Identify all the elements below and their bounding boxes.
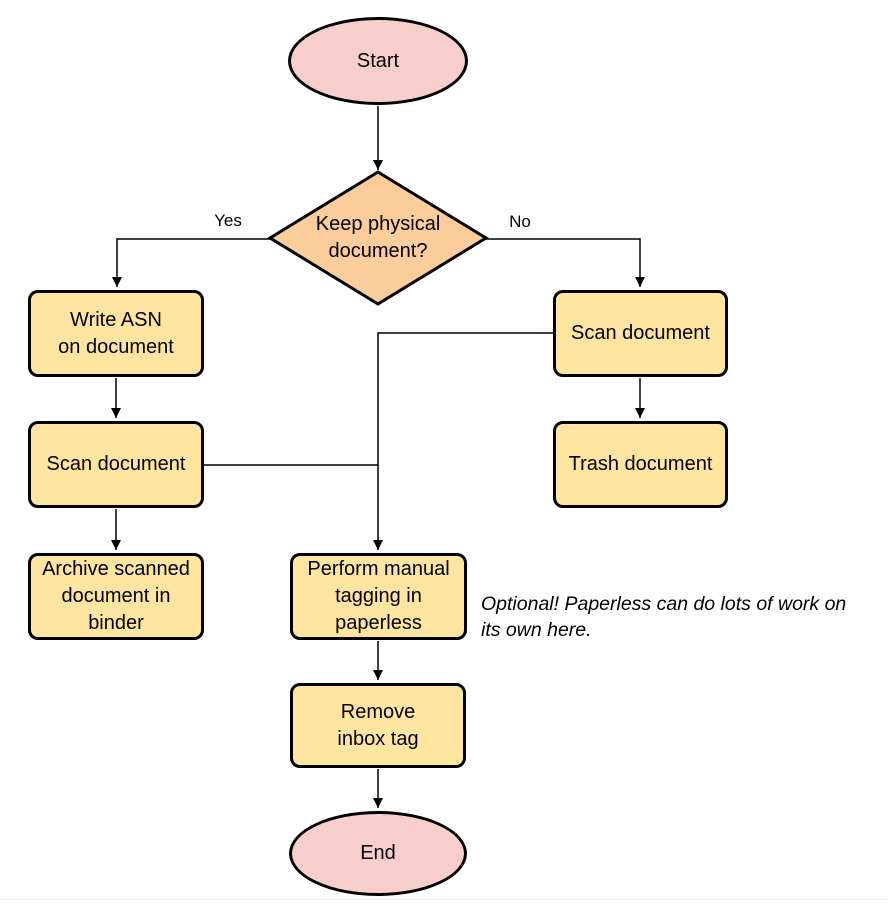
- edge-scan-right-to-tagging: [373, 332, 553, 550]
- node-trash-document: Trash document: [553, 421, 728, 508]
- node-remove-inbox-tag: Remove inbox tag: [290, 683, 466, 768]
- node-end: End: [289, 811, 467, 896]
- node-scan-document-left: Scan document: [28, 421, 204, 508]
- decision-diamond-shape: [267, 170, 489, 306]
- canvas-bottom-edge: [0, 899, 888, 900]
- node-archive-binder: Archive scanned document in binder: [28, 553, 204, 640]
- node-scan-document-right: Scan document: [553, 290, 728, 377]
- edge-label-no: No: [509, 212, 531, 231]
- node-write-asn: Write ASN on document: [28, 290, 204, 377]
- node-decision-label: Keep physical document?: [315, 213, 441, 262]
- node-manual-tagging: Perform manual tagging in paperless: [290, 553, 467, 640]
- edge-decision-yes-to-write-asn: [112, 238, 270, 287]
- edge-decision-no-to-scan-right: [486, 238, 645, 287]
- edge-label-yes: Yes: [214, 211, 242, 230]
- optional-note: Optional! Paperless can do lots of work …: [481, 593, 847, 642]
- node-start: Start: [288, 17, 468, 105]
